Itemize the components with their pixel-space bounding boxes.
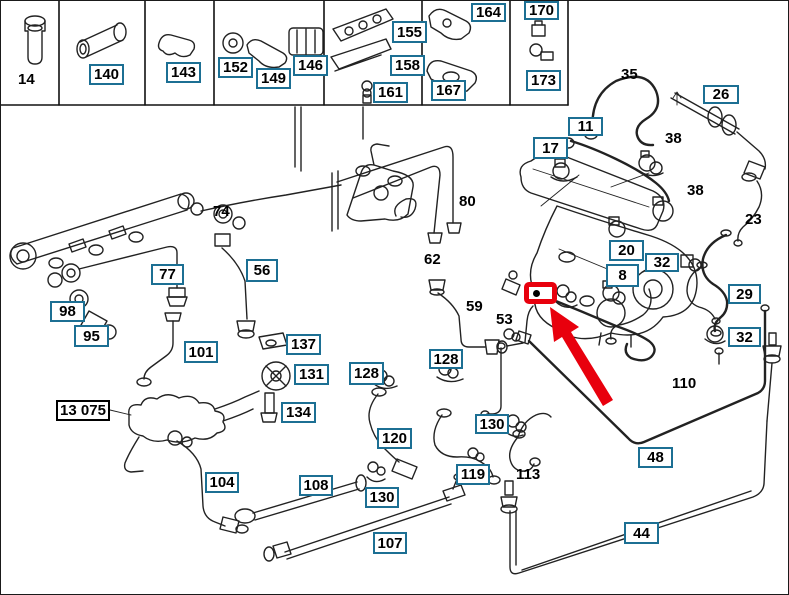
- sketch-pipes-110-48: [515, 261, 770, 445]
- part-label-149[interactable]: 149: [256, 68, 291, 89]
- highlight-red-box: [524, 282, 557, 304]
- part-label-120[interactable]: 120: [377, 428, 412, 449]
- part-label-26[interactable]: 26: [703, 85, 739, 104]
- part-label-20[interactable]: 20: [609, 240, 644, 261]
- part-label-173[interactable]: 173: [526, 70, 561, 91]
- sketch-pipe-59: [428, 279, 534, 355]
- sketch-clamps: [550, 150, 726, 345]
- sketch-fuel-rail: [9, 184, 342, 270]
- part-label-137[interactable]: 137: [286, 334, 321, 355]
- part-label-74: 74: [213, 203, 230, 220]
- part-label-140[interactable]: 140: [89, 64, 124, 85]
- part-label-95[interactable]: 95: [74, 325, 109, 347]
- sketch-part-143: [157, 33, 196, 58]
- sketch-pipe-56: [213, 204, 256, 339]
- part-label-77[interactable]: 77: [151, 264, 184, 285]
- sketch-part-14: [24, 15, 46, 65]
- part-label-80: 80: [459, 193, 476, 210]
- part-label-17[interactable]: 17: [533, 137, 568, 159]
- part-label-104[interactable]: 104: [205, 472, 239, 493]
- part-label-101[interactable]: 101: [184, 341, 218, 363]
- sketch-pipe-101: [136, 312, 182, 387]
- sketch-part-140: [76, 22, 127, 59]
- sketch-pipes-80-62: [294, 106, 462, 244]
- part-label-108[interactable]: 108: [299, 475, 333, 496]
- part-label-128[interactable]: 128: [349, 362, 384, 385]
- part-label-107[interactable]: 107: [373, 532, 407, 554]
- sketch-pipe-77: [47, 245, 188, 307]
- part-label-38: 38: [687, 182, 704, 199]
- part-label-62: 62: [424, 251, 441, 268]
- part-label-13-075: 13 075: [56, 400, 110, 421]
- part-label-119[interactable]: 119: [456, 464, 490, 485]
- part-label-113: 113: [516, 466, 541, 483]
- sketch-pipe-108: [234, 461, 386, 524]
- part-label-110: 110: [672, 375, 697, 392]
- sketch-hose-113: [508, 412, 552, 472]
- part-label-98[interactable]: 98: [50, 301, 85, 322]
- part-label-170[interactable]: 170: [524, 1, 559, 20]
- part-label-44[interactable]: 44: [624, 522, 659, 544]
- part-label-32[interactable]: 32: [645, 253, 679, 272]
- part-label-11[interactable]: 11: [568, 117, 603, 136]
- sketch-parts-155-158-161: [330, 8, 394, 104]
- part-label-128[interactable]: 128: [429, 349, 463, 369]
- sketch-hose-104: [167, 430, 249, 534]
- part-label-53: 53: [496, 311, 513, 328]
- part-label-35: 35: [621, 66, 638, 83]
- part-label-164[interactable]: 164: [471, 3, 506, 22]
- red-arrow: [550, 307, 613, 406]
- sketch-parts-170-173: [529, 20, 554, 61]
- sketch-throttle-body: [109, 390, 260, 473]
- part-label-152[interactable]: 152: [218, 57, 253, 78]
- part-label-167[interactable]: 167: [431, 80, 466, 101]
- highlight-dot: [533, 289, 540, 297]
- part-label-48[interactable]: 48: [638, 447, 673, 468]
- part-label-14: 14: [18, 71, 35, 88]
- part-label-143[interactable]: 143: [166, 62, 201, 83]
- part-label-134[interactable]: 134: [281, 402, 316, 423]
- part-label-23: 23: [745, 211, 762, 228]
- part-label-130[interactable]: 130: [475, 414, 509, 434]
- red-arrow-group: [550, 307, 613, 406]
- part-label-8[interactable]: 8: [606, 264, 639, 287]
- part-label-29[interactable]: 29: [728, 284, 761, 304]
- top-strip-grid: [1, 1, 569, 106]
- sketch-pipe-26: [670, 91, 767, 247]
- part-label-161[interactable]: 161: [373, 82, 408, 103]
- sketch-hose-23: [701, 229, 732, 337]
- part-label-38: 38: [665, 130, 682, 147]
- part-label-131[interactable]: 131: [294, 364, 329, 385]
- part-label-158[interactable]: 158: [390, 55, 425, 76]
- part-label-130[interactable]: 130: [365, 487, 399, 508]
- part-label-56[interactable]: 56: [246, 259, 278, 282]
- part-label-32[interactable]: 32: [728, 327, 761, 347]
- part-label-155[interactable]: 155: [392, 21, 427, 43]
- part-label-146[interactable]: 146: [293, 55, 328, 76]
- part-label-59: 59: [466, 298, 483, 315]
- sketch-hose-120: [368, 387, 418, 480]
